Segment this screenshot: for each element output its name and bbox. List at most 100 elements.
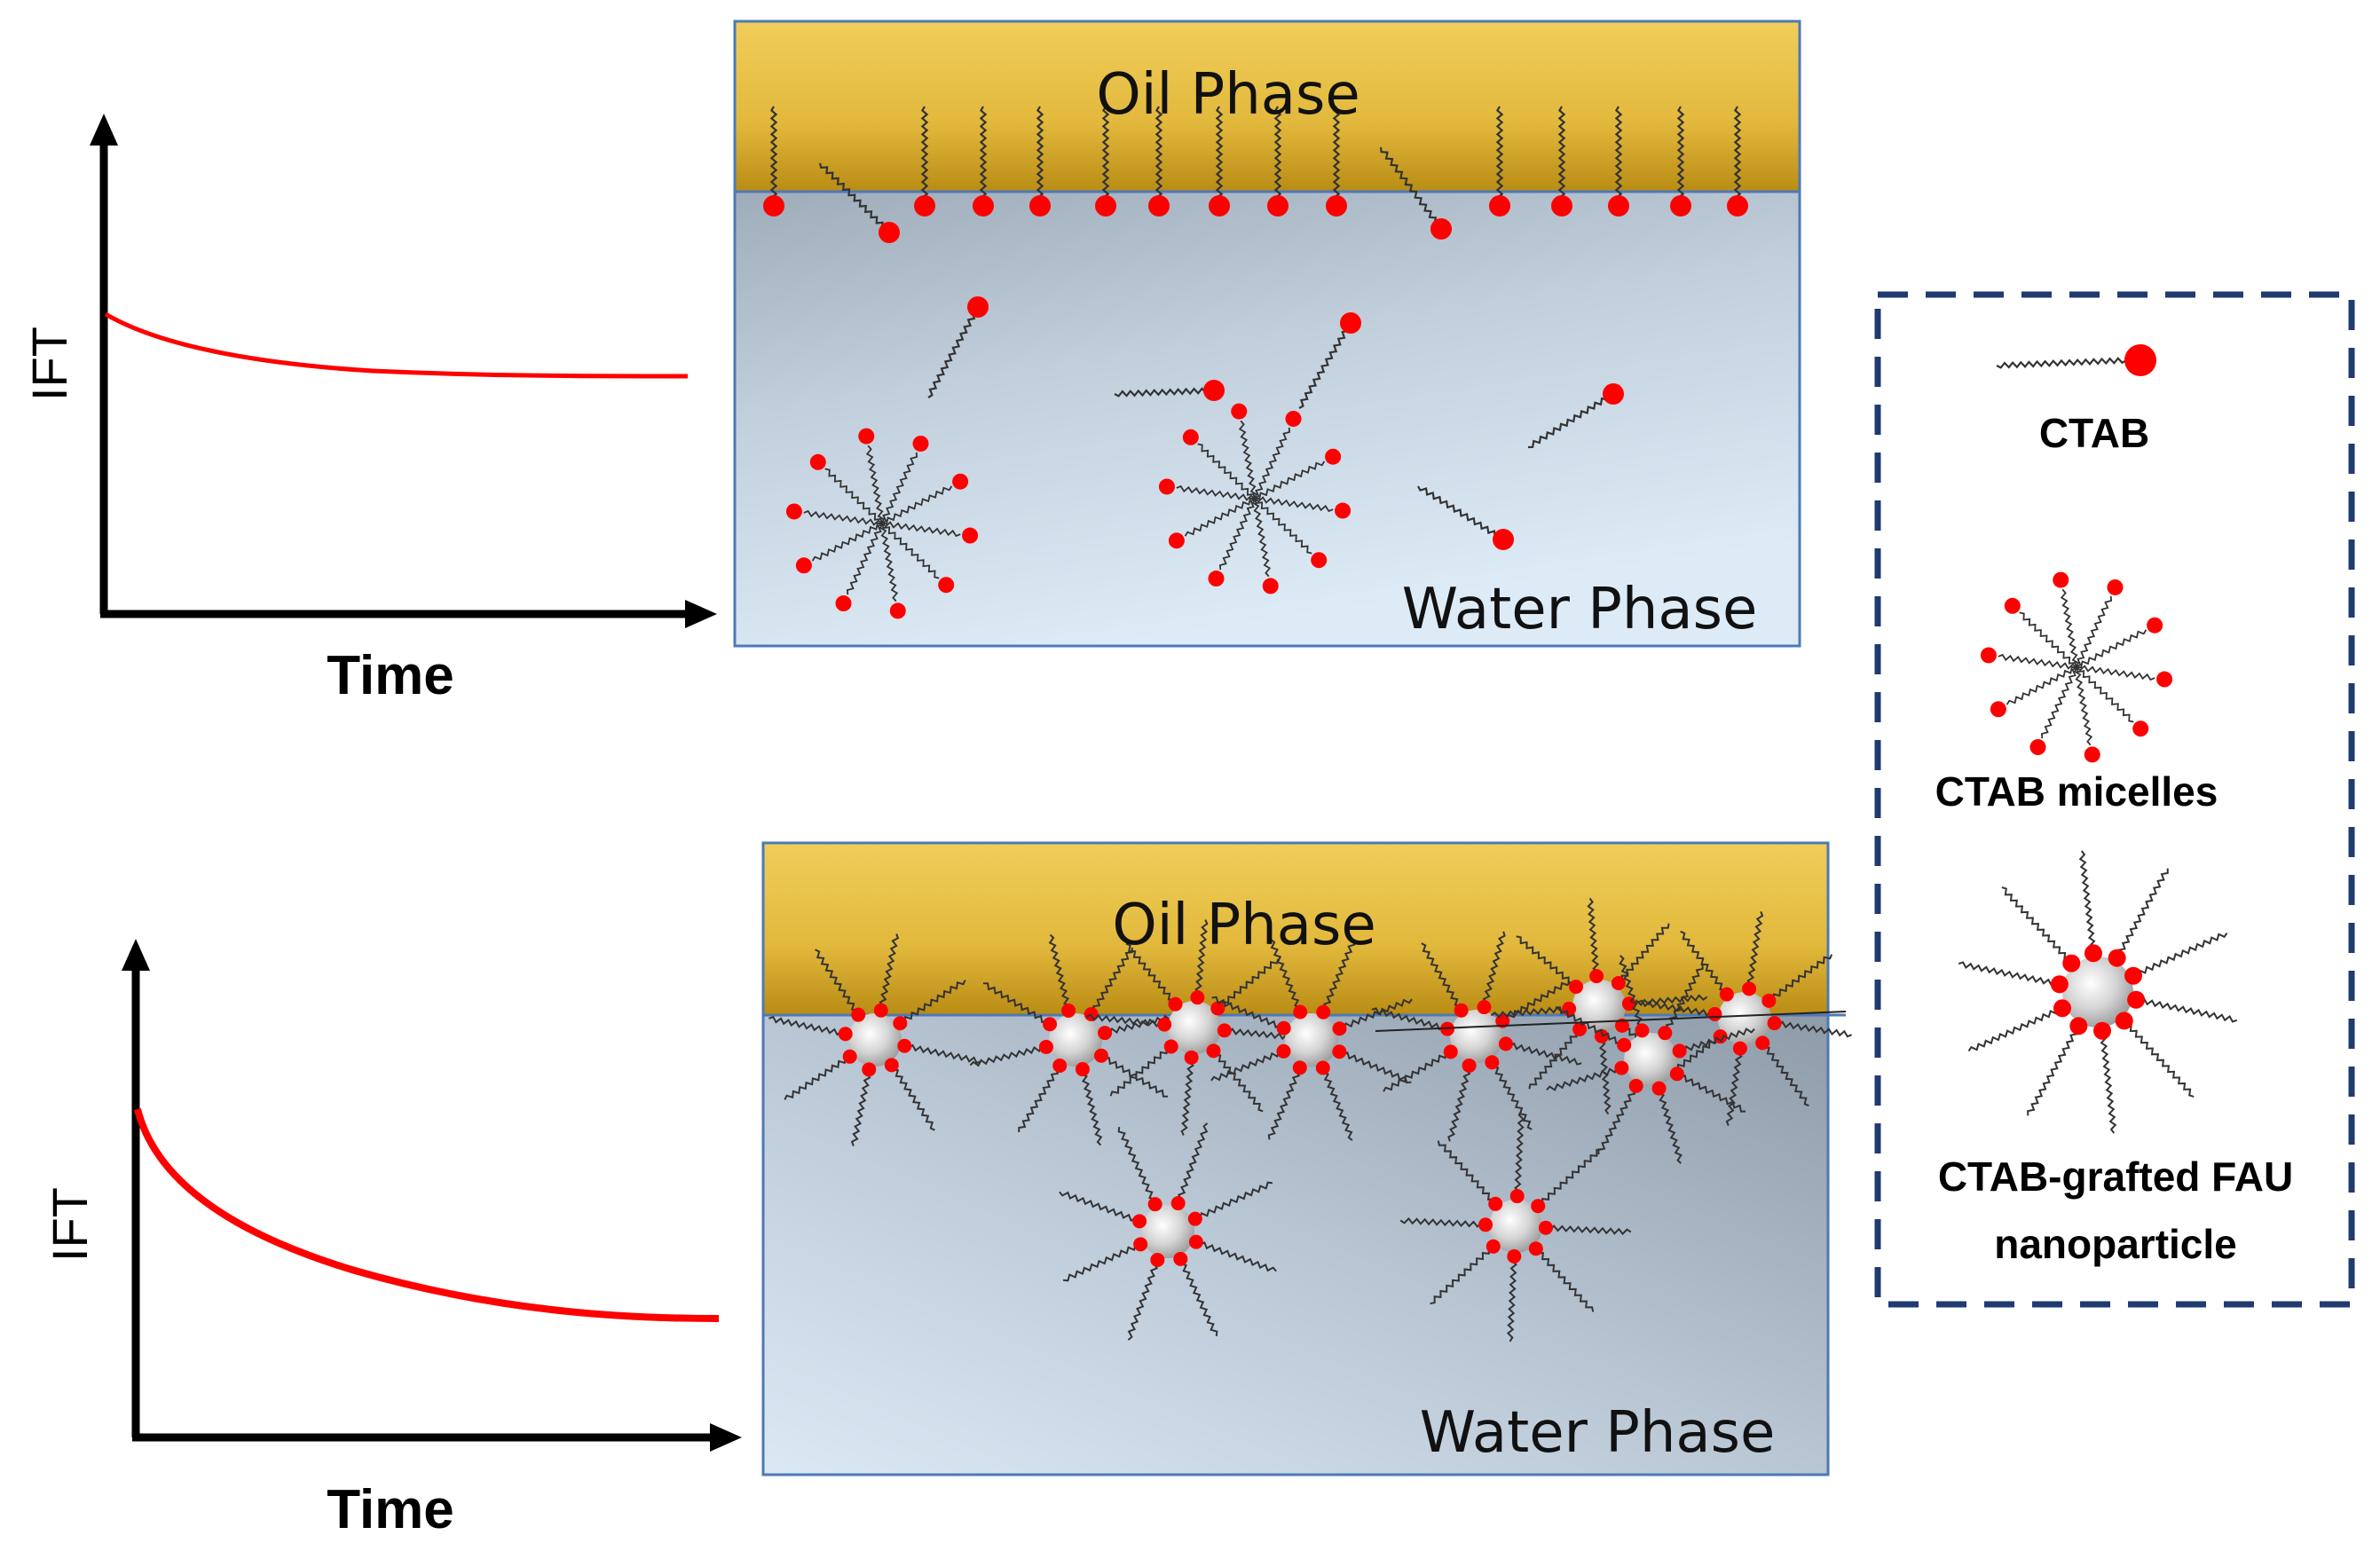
head-group [1614, 1060, 1629, 1075]
alkyl-tail [2076, 595, 2113, 668]
head-group [862, 1062, 877, 1077]
head-group [1326, 195, 1347, 217]
alkyl-tail [815, 949, 860, 1015]
head-group [1210, 1001, 1225, 1016]
ctab-micelle [1980, 571, 2173, 763]
alkyl-tail [1117, 1127, 1157, 1205]
alkyl-tail [2074, 666, 2093, 746]
head-group [1488, 1196, 1503, 1211]
head-group [1538, 1220, 1553, 1235]
alkyl-tail [1490, 1005, 1570, 1019]
alkyl-tail [1769, 954, 1833, 1002]
alkyl-tail [900, 980, 966, 1025]
ctab-grafted-nanoparticle [1371, 931, 1582, 1142]
alkyl-tail [1967, 1006, 2063, 1052]
head-group [884, 1058, 899, 1073]
oil-phase-label: Oil Phase [1112, 893, 1375, 958]
alkyl-tail [1125, 942, 1177, 1004]
alkyl-tail [1254, 461, 1326, 500]
alkyl-tail [1546, 1066, 1622, 1091]
alkyl-tail [850, 1068, 871, 1146]
head-group [2147, 617, 2163, 634]
alkyl-tail [2076, 629, 2148, 669]
alkyl-tail [982, 982, 1051, 1025]
head-group [1531, 1199, 1546, 1214]
y-axis-label: IFT [21, 327, 77, 401]
head-group [1486, 1239, 1501, 1254]
legend-glyphs [1958, 344, 2238, 1134]
alkyl-tail [1773, 1020, 1852, 1038]
alkyl-tail [1680, 930, 1728, 995]
nanoparticle-core [1450, 1010, 1503, 1063]
head-group [967, 296, 989, 318]
head-group [1293, 1004, 1308, 1020]
alkyl-tail [1254, 496, 1334, 513]
alkyl-tail [1059, 1191, 1140, 1223]
head-group [1335, 502, 1352, 519]
head-group [858, 428, 875, 445]
head-group [785, 503, 802, 520]
x-axis-arrow-icon [710, 1423, 742, 1452]
nanoparticle-core [2062, 957, 2133, 1027]
surfactant-molecules [763, 106, 1748, 619]
head-group [2062, 954, 2081, 972]
alkyl-tail [1725, 1047, 1743, 1126]
alkyl-tail [811, 522, 883, 562]
head-group [1168, 532, 1185, 549]
ctab-grafted-nanoparticle [1059, 1122, 1277, 1341]
alkyl-tail [1527, 392, 1614, 449]
alkyl-tail [1018, 1065, 1060, 1133]
head-group [2107, 579, 2124, 595]
head-group [1098, 1026, 1113, 1041]
alkyl-tail [1675, 1073, 1746, 1113]
head-group [1635, 1023, 1650, 1038]
ctab-grafted-nanoparticle [1546, 955, 1755, 1164]
alkyl-tail [2135, 997, 2238, 1023]
alkyl-tail [881, 452, 918, 524]
head-group [2093, 1021, 2112, 1040]
alkyl-tail [1155, 106, 1163, 207]
head-group [1980, 647, 1997, 664]
scene-top: Oil Phase Water Phase [733, 20, 1801, 648]
alkyl-tail [2078, 850, 2097, 954]
head-group [938, 577, 955, 594]
alkyl-tail [2123, 1020, 2195, 1098]
alkyl-tail [1537, 1147, 1602, 1208]
head-group [763, 195, 784, 217]
head-group [1332, 1021, 1347, 1036]
alkyl-tail [1218, 958, 1280, 1010]
alkyl-tail [1506, 1256, 1517, 1342]
alkyl-tail [1679, 1027, 1755, 1053]
head-group [1477, 1000, 1492, 1015]
alkyl-tail [1238, 420, 1257, 500]
nanoparticle-core [1718, 992, 1771, 1045]
head-group [1611, 975, 1626, 990]
head-group [1262, 578, 1279, 594]
head-group [1325, 448, 1342, 465]
alkyl-tail [1176, 484, 1256, 501]
alkyl-tail [1664, 964, 1704, 1035]
alkyl-tail [846, 523, 883, 595]
head-group [1311, 552, 1328, 569]
head-group [1670, 195, 1691, 217]
head-group [1276, 1020, 1291, 1035]
alkyl-tail [1430, 1245, 1494, 1305]
head-group [889, 602, 906, 619]
head-group [1443, 1044, 1458, 1059]
alkyl-tail [1676, 106, 1685, 207]
head-group [1061, 1003, 1076, 1018]
head-group [1603, 383, 1624, 405]
head-group [897, 1038, 912, 1053]
alkyl-tail [2116, 868, 2169, 959]
y-axis-label: IFT [42, 1187, 98, 1262]
head-group [1761, 993, 1777, 1008]
head-group [1990, 701, 2006, 718]
alkyl-tail [1212, 1051, 1264, 1113]
alkyl-tail [768, 1015, 847, 1036]
head-group [1184, 1050, 1199, 1065]
y-axis-arrow-icon [90, 114, 118, 146]
alkyl-tail [1218, 498, 1256, 571]
ctab-grafted-nanoparticle [768, 933, 981, 1146]
nanoparticle-molecules [768, 897, 1852, 1342]
alkyl-tail [1557, 106, 1566, 207]
